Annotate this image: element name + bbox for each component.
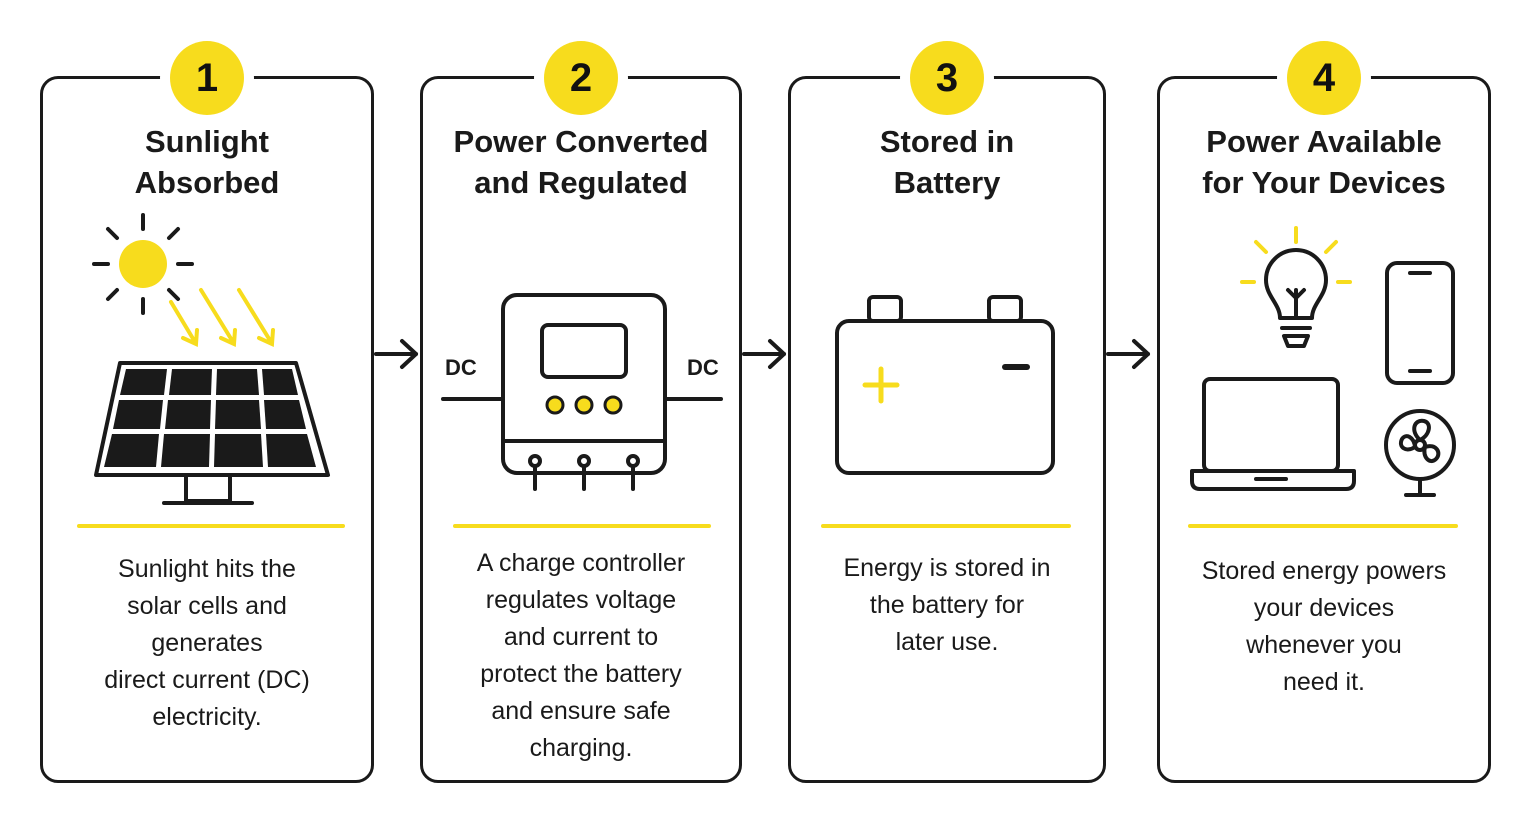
solar-panel-icon [94,361,330,505]
step-title: Power Available for Your Devices [1202,124,1446,200]
sun-ray-arrows-icon [169,288,275,348]
step-title: Power Converted and Regulated [453,124,709,200]
step-divider [821,524,1071,528]
smartphone-icon [1385,261,1455,385]
step-title: Stored in Battery [879,124,1015,200]
step-title: Sunlight Absorbed [134,124,280,200]
battery-icon [835,295,1055,475]
step-card-1: 1 Sunlight Absorbed [40,41,374,783]
step-description: Energy is stored in the battery for late… [843,554,1051,656]
dc-input-label: DC [445,355,477,380]
charge-controller-icon [441,293,723,491]
step-card-3: 3 Stored in Battery Energy is stored in … [788,41,1106,783]
step-description: Sunlight hits the solar cells and genera… [104,555,310,731]
step-number-badge: 4 [1287,41,1361,115]
step-number-badge: 2 [544,41,618,115]
step-divider [453,524,711,528]
arrow-right-icon [742,339,786,369]
step-description: Stored energy powers your devices whenev… [1201,557,1447,696]
step-number-badge: 3 [910,41,984,115]
step-card-2: 2 Power Converted and Regulated DC DC A … [420,41,742,783]
step-divider [1188,524,1458,528]
step-number-badge: 1 [170,41,244,115]
fan-icon [1384,409,1456,497]
laptop-icon [1190,377,1356,491]
arrow-right-icon [374,339,418,369]
step-description: A charge controller regulates voltage an… [476,549,686,762]
light-bulb-icon [1240,226,1352,348]
sun-icon [92,213,194,315]
dc-output-label: DC [687,355,719,380]
step-divider [77,524,345,528]
arrow-right-icon [1106,339,1150,369]
step-card-4: 4 Power Available for Your Devices [1157,41,1491,783]
